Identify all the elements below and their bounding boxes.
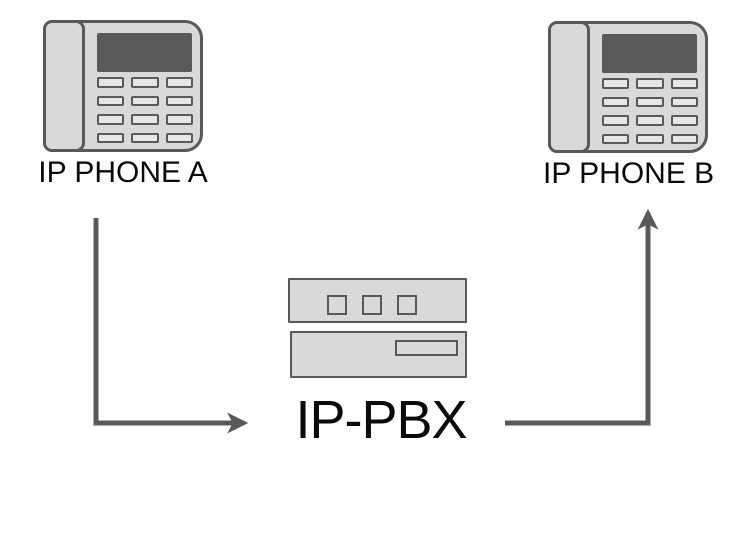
keypad-key	[97, 114, 125, 125]
phone-handset-icon	[43, 20, 85, 152]
keypad-key	[636, 96, 664, 107]
phone-b-label: IP PHONE B	[543, 157, 715, 190]
keypad-key	[602, 78, 630, 89]
keypad-key	[636, 78, 664, 89]
keypad-key	[131, 95, 159, 106]
ip-phone-b-icon	[548, 21, 708, 153]
arrow-pbx-to-phone-b-icon	[505, 208, 659, 426]
keypad-key	[636, 133, 664, 144]
keypad-key	[670, 96, 698, 107]
pbx-label: IP-PBX	[295, 390, 467, 450]
phone-keypad	[97, 77, 193, 143]
keypad-key	[165, 114, 193, 125]
pbx-bottom-unit	[290, 331, 467, 378]
pbx-top-unit	[288, 278, 467, 323]
phone-keypad	[602, 78, 698, 144]
phone-handset-icon	[548, 21, 590, 153]
keypad-key	[602, 115, 630, 126]
keypad-key	[97, 132, 125, 143]
ip-phone-a-icon	[43, 20, 203, 152]
keypad-key	[97, 95, 125, 106]
keypad-key	[670, 115, 698, 126]
arrow-phone-a-to-pbx-icon	[93, 218, 249, 434]
keypad-key	[165, 132, 193, 143]
keypad-key	[670, 133, 698, 144]
phone-screen	[97, 33, 192, 72]
keypad-key	[602, 96, 630, 107]
keypad-key	[131, 77, 159, 88]
pbx-slot-icon	[395, 340, 458, 356]
keypad-key	[97, 77, 125, 88]
phone-screen	[602, 34, 697, 73]
keypad-key	[602, 133, 630, 144]
keypad-key	[131, 132, 159, 143]
keypad-key	[131, 114, 159, 125]
keypad-key	[636, 115, 664, 126]
pbx-rack-icon	[288, 278, 468, 378]
keypad-key	[165, 77, 193, 88]
pbx-port-icon	[362, 295, 382, 315]
pbx-port-icon	[397, 295, 417, 315]
keypad-key	[165, 95, 193, 106]
keypad-key	[670, 78, 698, 89]
phone-a-label: IP PHONE A	[38, 156, 208, 189]
pbx-port-icon	[327, 295, 347, 315]
